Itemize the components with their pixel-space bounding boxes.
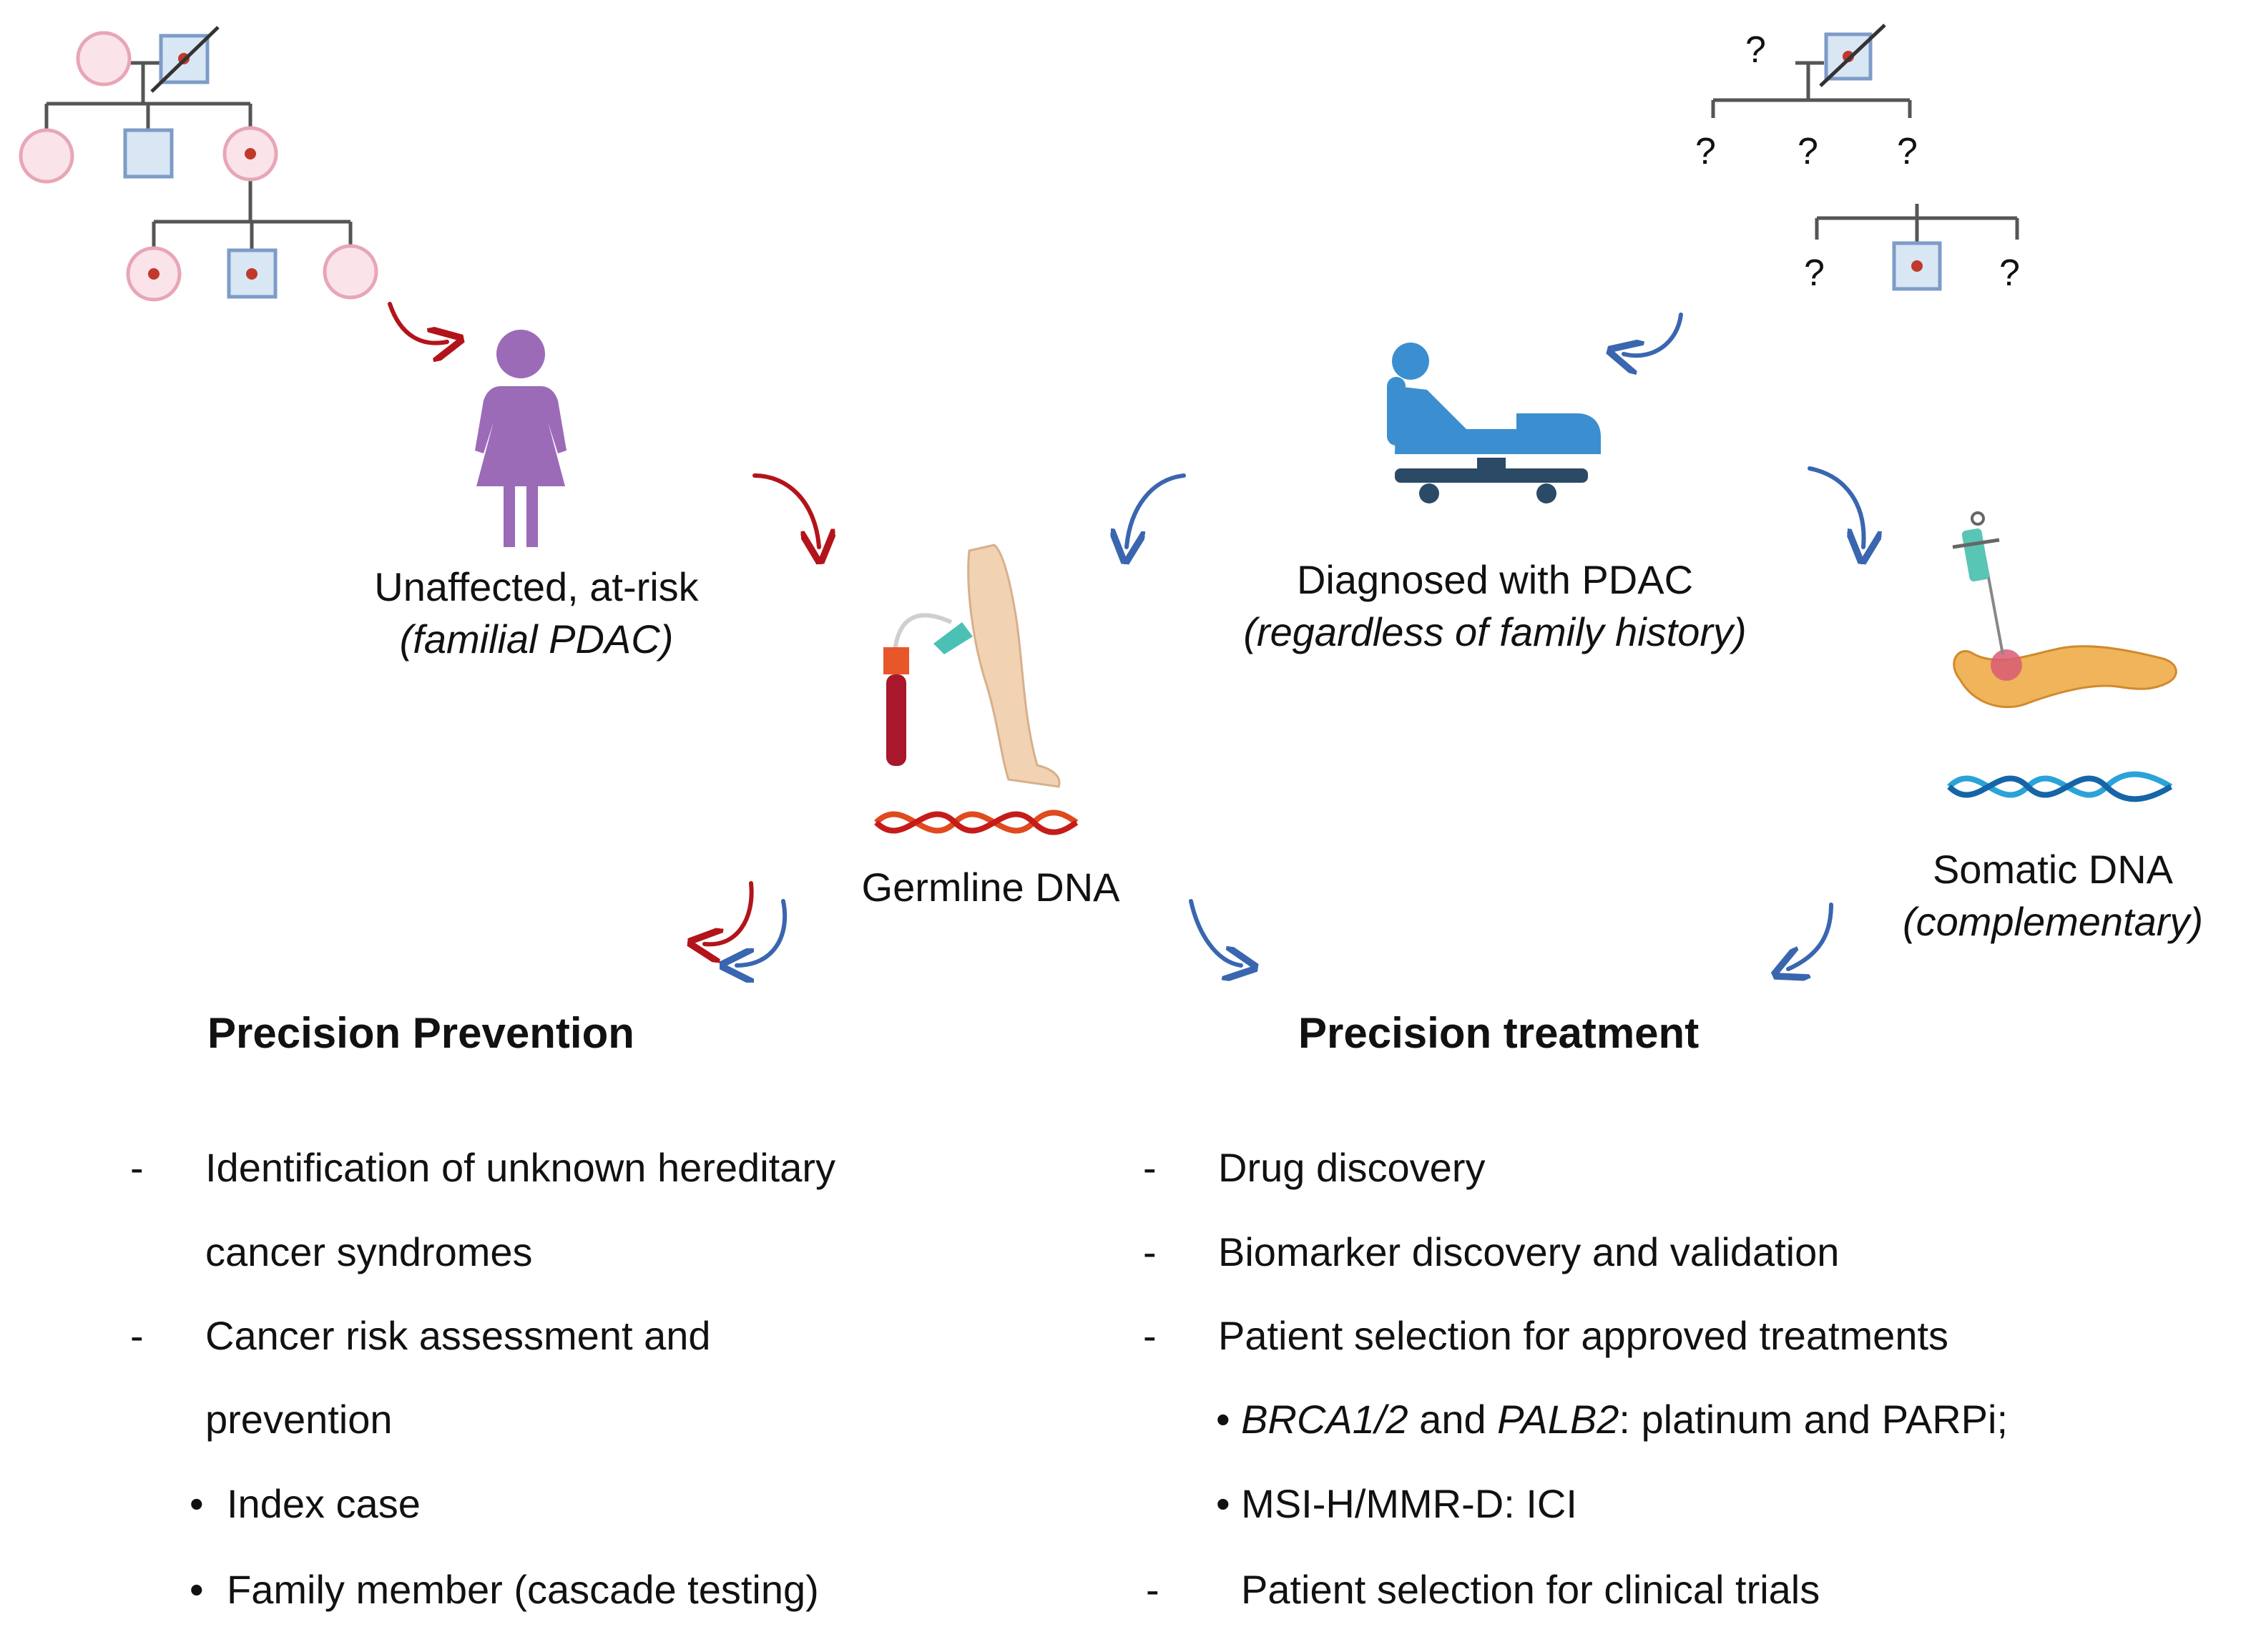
gene-palb2: PALB2 (1497, 1397, 1619, 1442)
arrow-somatic-to-treatment (1788, 903, 1833, 969)
blood-draw-icon (883, 544, 1061, 788)
flow-arrows (388, 302, 1864, 969)
unknown-marker: ? (1798, 131, 1818, 172)
arrow-germline-to-prevention-red (705, 881, 754, 944)
germline-dna-helix-icon (874, 810, 1079, 835)
diagnosed-label: Diagnosed with PDAC (regardless of famil… (1187, 554, 1803, 659)
prevention-subitem: Family member (cascade testing) (227, 1567, 819, 1612)
prevention-item: cancer syndromes (205, 1229, 533, 1274)
treatment-item: Patient selection for clinical trials (1241, 1567, 1820, 1612)
familial-pedigree (44, 61, 353, 250)
prevention-bullet: - (130, 1313, 144, 1358)
prevention-item: Identification of unknown hereditary (205, 1145, 835, 1190)
treatment-subitem-msi: • MSI-H/MMR-D: ICI (1216, 1481, 1577, 1526)
diagnosed-subtitle: (regardless of family history) (1243, 609, 1747, 654)
precision-treatment-heading: Precision treatment (1298, 1009, 1700, 1057)
arrow-woman-to-germline (752, 473, 819, 547)
arrow-pedigree-to-patient (1624, 313, 1683, 355)
arrow-germline-to-prevention-blue (737, 899, 788, 965)
arrow-pedigree-to-woman (388, 302, 447, 343)
arrow-germline-to-treatment (1189, 899, 1241, 965)
pancreas-biopsy-icon (1952, 511, 2177, 709)
prevention-subitem-bullet: • (190, 1481, 204, 1526)
woman-icon (475, 330, 567, 547)
pedigree-son-unaffected (123, 128, 174, 179)
unknown-marker: ? (1695, 131, 1716, 172)
prevention-bullet: - (130, 1145, 144, 1190)
unknown-pedigree-proband (1892, 241, 1942, 291)
pedigree-male-founder-deceased (150, 26, 220, 93)
prevention-item: Cancer risk assessment and (205, 1313, 711, 1358)
unknown-history-pedigree (1711, 61, 2019, 243)
pedigree-female-founder (76, 31, 132, 87)
pedigree-daughter-affected (222, 126, 278, 182)
pedigree-grandchild-female-unaffected (323, 244, 378, 300)
treatment-item: Biomarker discovery and validation (1218, 1229, 1840, 1274)
pedigree-grandchild-female-affected (126, 246, 182, 302)
unknown-marker: ? (1897, 131, 1918, 172)
treatment-bullet: - (1143, 1145, 1157, 1190)
unaffected-title: Unaffected, at-risk (374, 564, 699, 609)
gene-brca: BRCA1/2 (1241, 1397, 1408, 1442)
unaffected-label: Unaffected, at-risk (familial PDAC) (336, 561, 737, 666)
unknown-marker: ? (1999, 252, 2020, 294)
somatic-dna-helix-icon (1947, 771, 2173, 802)
unknown-marker: ? (1804, 252, 1825, 294)
pedigree-grandchild-male-affected (227, 248, 278, 299)
treatment-subitem-brca-palb2: • BRCA1/2 and PALB2: platinum and PARPi; (1216, 1397, 2009, 1442)
prevention-item: prevention (205, 1397, 393, 1442)
treatment-item: Patient selection for approved treatment… (1218, 1313, 1949, 1358)
diagnosed-title: Diagnosed with PDAC (1296, 557, 1694, 602)
patient-bed-icon (1387, 343, 1601, 503)
somatic-subtitle: (complementary) (1902, 898, 2204, 944)
unaffected-subtitle: (familial PDAC) (399, 616, 674, 662)
somatic-dna-label: Somatic DNA (complementary) (1860, 844, 2246, 948)
arrow-patient-to-germline (1127, 473, 1186, 547)
unknown-pedigree-male-founder-deceased (1819, 24, 1886, 87)
arrow-patient-to-somatic (1808, 466, 1864, 547)
precision-prevention-heading: Precision Prevention (207, 1009, 634, 1057)
prevention-subitem-bullet: • (190, 1567, 204, 1612)
germline-dna-label: Germline DNA (861, 865, 1120, 910)
prevention-subitem: Index case (227, 1481, 421, 1526)
treatment-bullet: - (1143, 1229, 1157, 1274)
pedigree-daughter-unaffected (19, 128, 74, 184)
unknown-marker: ? (1745, 29, 1766, 71)
treatment-bullet: - (1146, 1567, 1159, 1612)
treatment-bullet: - (1143, 1313, 1157, 1358)
treatment-item: Drug discovery (1218, 1145, 1486, 1190)
somatic-title: Somatic DNA (1932, 847, 2174, 892)
